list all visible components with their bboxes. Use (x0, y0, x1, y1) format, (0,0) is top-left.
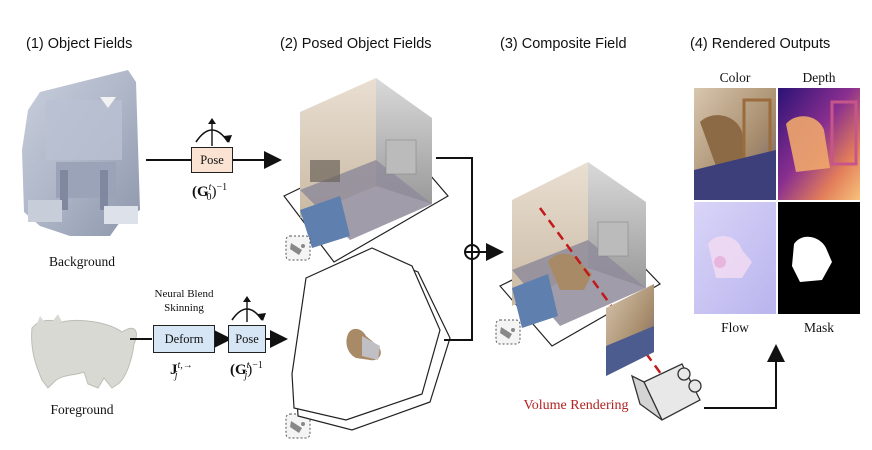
math-gj-sup: t (246, 360, 250, 371)
label-output-flow: Flow (721, 320, 749, 335)
label-output-color: Color (719, 70, 751, 85)
render-camera-icon (630, 363, 702, 421)
math-jj-sup: t,→ (177, 360, 193, 371)
posed-background-field (283, 78, 449, 263)
label-output-depth: Depth (802, 70, 836, 85)
math-g0-exp: −1 (216, 182, 228, 193)
math-g0-tail: ) (211, 184, 217, 200)
background-object-scan (22, 70, 140, 236)
math-background-pose-inverse: (Gt0)−1 (192, 182, 227, 203)
math-foreground-pose-inverse: (Gtj)−1 (230, 360, 263, 381)
math-jj-base: J (170, 362, 178, 378)
header-posed-object-fields: (2) Posed Object Fields (280, 36, 432, 52)
math-g0-sub: 0 (206, 192, 212, 203)
label-output-mask: Mask (804, 320, 834, 335)
foreground-cat-mesh (31, 314, 137, 389)
math-gj-exp: −1 (252, 360, 263, 371)
math-skinning-weights: Jt,→j (170, 360, 193, 381)
volume-rendering-ray (538, 207, 666, 379)
label-skinning: Skinning (164, 302, 204, 314)
pose-box-foreground: Pose (228, 325, 266, 353)
label-background: Background (49, 254, 115, 269)
pose-box-background: Pose (191, 147, 233, 173)
label-neural-blend: Neural Blend (154, 288, 214, 300)
output-color-image (694, 88, 776, 200)
label-foreground: Foreground (50, 402, 114, 417)
output-depth-image (778, 88, 860, 200)
label-volume-rendering: Volume Rendering (523, 398, 629, 413)
deform-box: Deform (153, 325, 215, 353)
math-gj-sub: j (244, 370, 248, 381)
math-jj-sub: j (174, 370, 178, 381)
output-flow-image (694, 202, 776, 314)
header-object-fields: (1) Object Fields (26, 36, 133, 52)
camera-icon-2 (285, 413, 311, 439)
composite-field (499, 162, 661, 347)
output-mask-image (778, 202, 860, 314)
math-g0-base: (G (192, 184, 209, 200)
math-g0-sup: t (208, 182, 212, 193)
rotation-icon-bottom (231, 296, 266, 322)
header-composite-field: (3) Composite Field (500, 36, 627, 52)
merge-connector (436, 157, 504, 341)
math-gj-tail: ) (247, 362, 253, 378)
header-rendered-outputs: (4) Rendered Outputs (690, 36, 831, 52)
camera-icon-1 (285, 235, 311, 261)
image-plane (606, 284, 654, 376)
rotation-icon-top (195, 118, 232, 146)
posed-foreground-field (291, 247, 451, 431)
camera-icon-3 (495, 319, 521, 345)
math-gj-base: (G (230, 362, 247, 378)
arrow-to-rendered-outputs (704, 344, 785, 409)
